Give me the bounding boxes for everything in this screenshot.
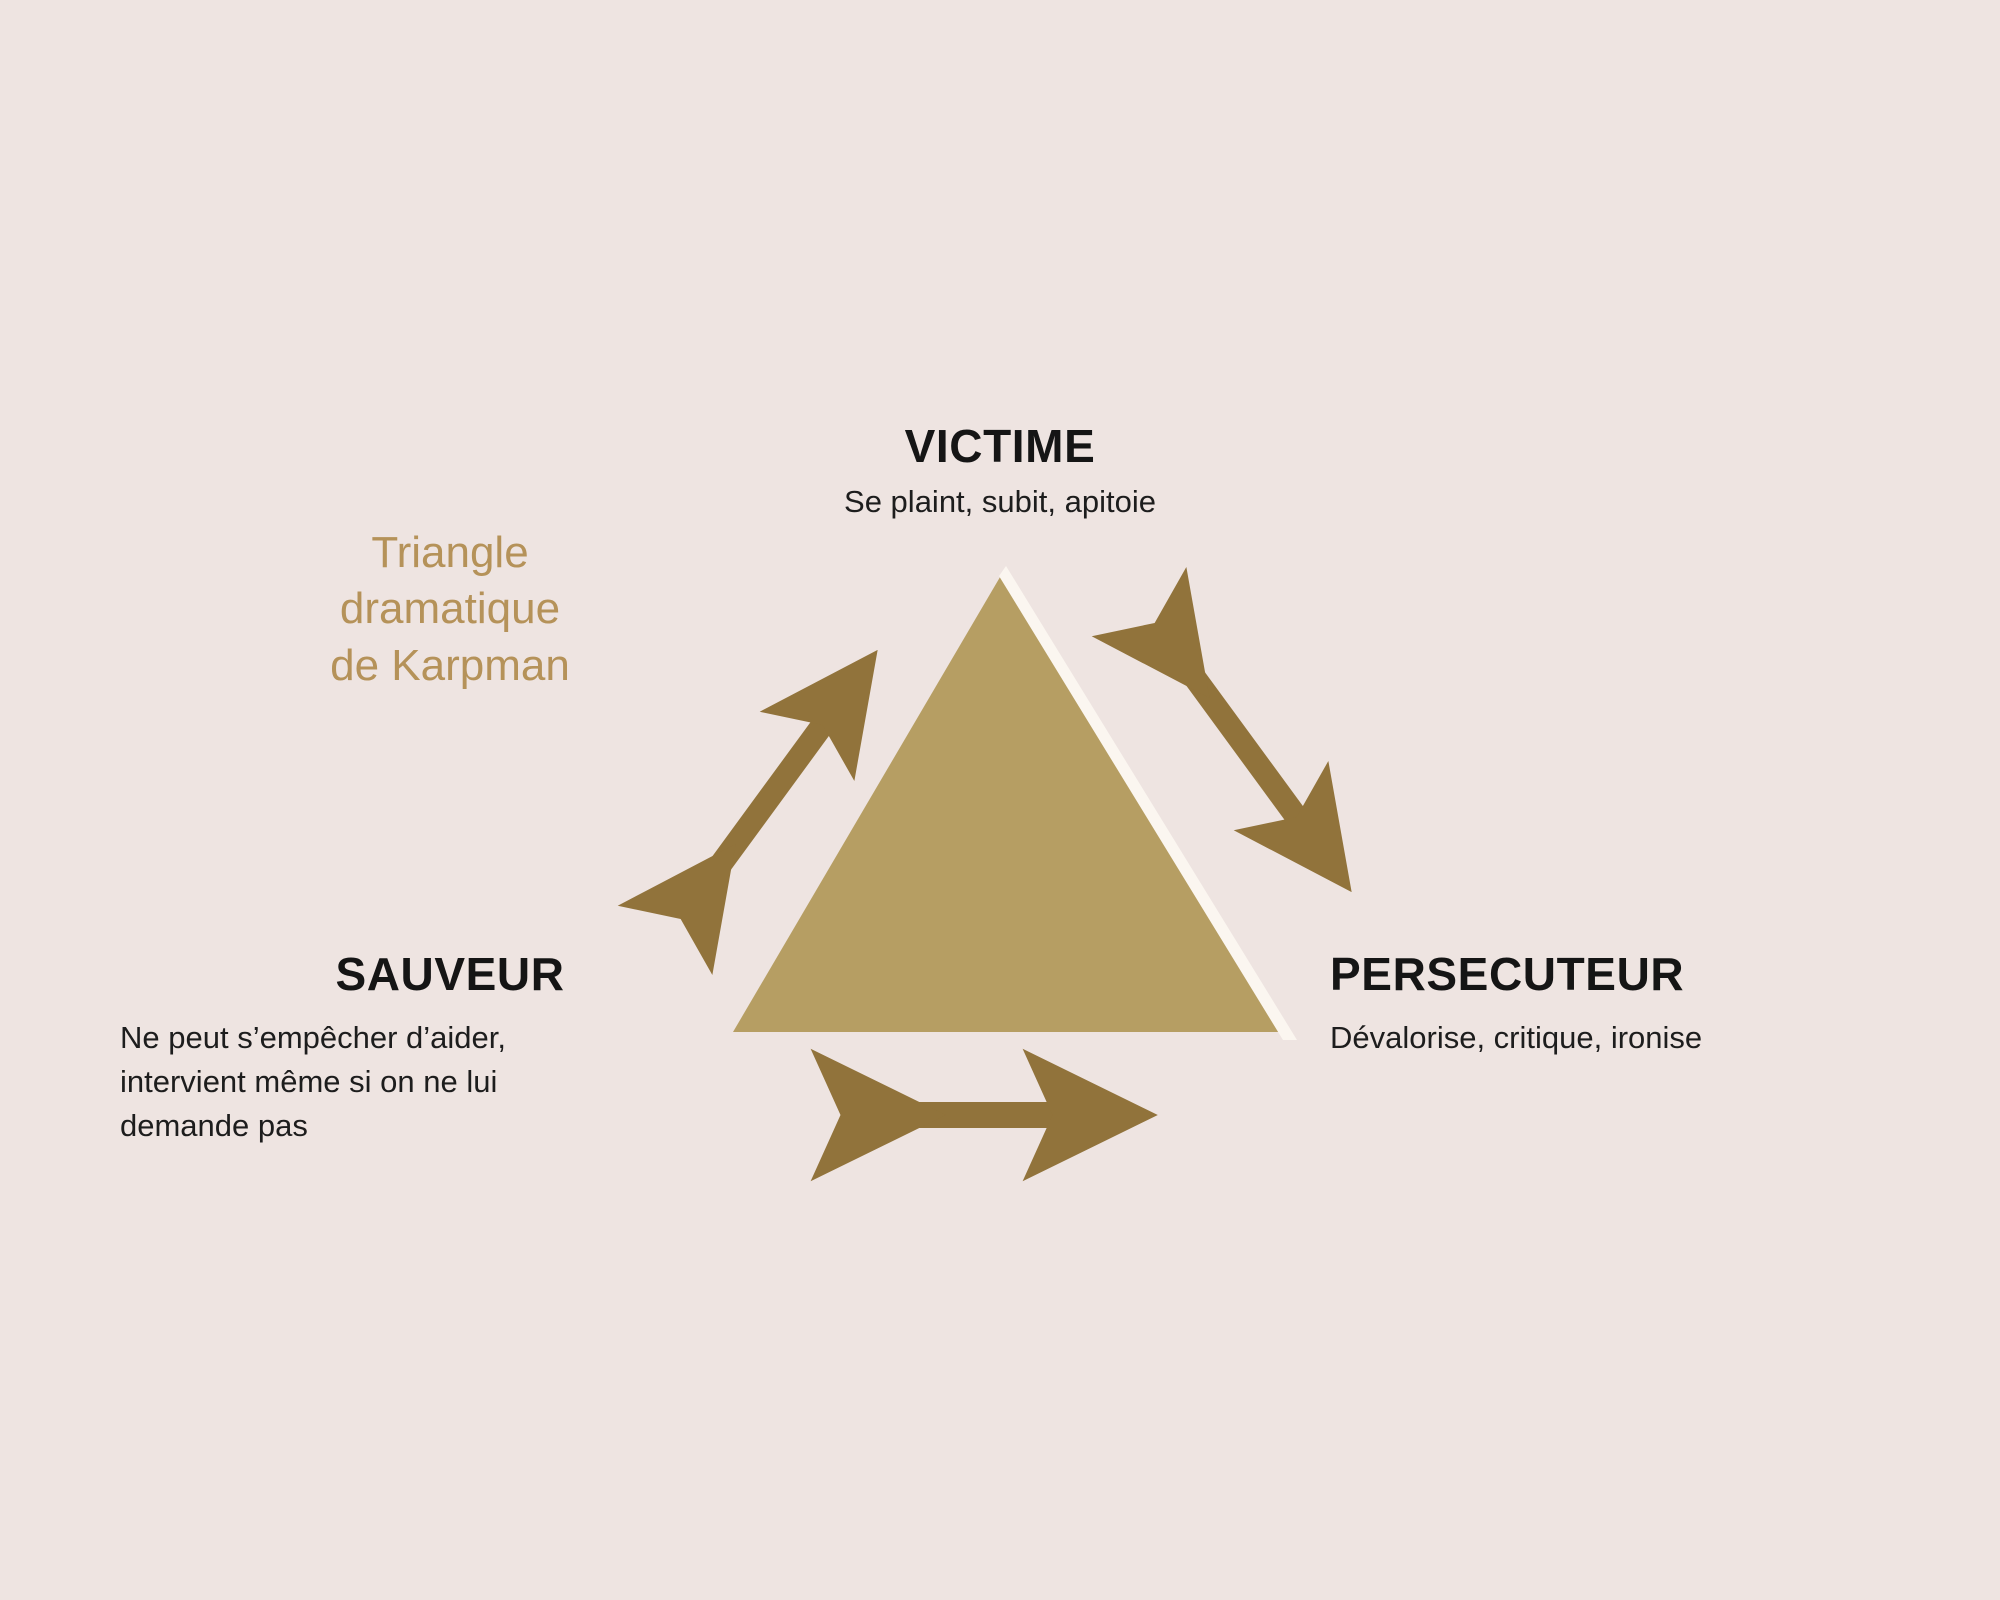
caption-line-1: Triangle: [371, 528, 529, 577]
victime-title: VICTIME: [904, 420, 1096, 472]
caption-line-2: dramatique: [339, 584, 561, 634]
node-persecuteur: PERSECUTEUR Dévalorise, critique, ironis…: [1330, 950, 1950, 1060]
persecuteur-title: PERSECUTEUR: [1330, 948, 1685, 1000]
arrow-victime-persecuteur: [1091, 566, 1352, 893]
arrow-sauveur-victime: [617, 649, 878, 976]
persecuteur-description: Dévalorise, critique, ironise: [1330, 1020, 1703, 1056]
sauveur-description: Ne peut s’empêcher d’aider, intervient m…: [120, 1020, 507, 1144]
diagram-caption: Triangle dramatique de Karpman: [280, 525, 620, 694]
victime-description: Se plaint, subit, apitoie: [844, 484, 1156, 520]
node-sauveur: SAUVEUR Ne peut s’empêcher d’aider, inte…: [120, 950, 720, 1148]
caption-line-3: de Karpman: [330, 640, 570, 690]
node-victime: VICTIME Se plaint, subit, apitoie: [0, 422, 2000, 524]
triangle-shape: [733, 572, 1285, 1032]
sauveur-title: SAUVEUR: [335, 948, 565, 1000]
